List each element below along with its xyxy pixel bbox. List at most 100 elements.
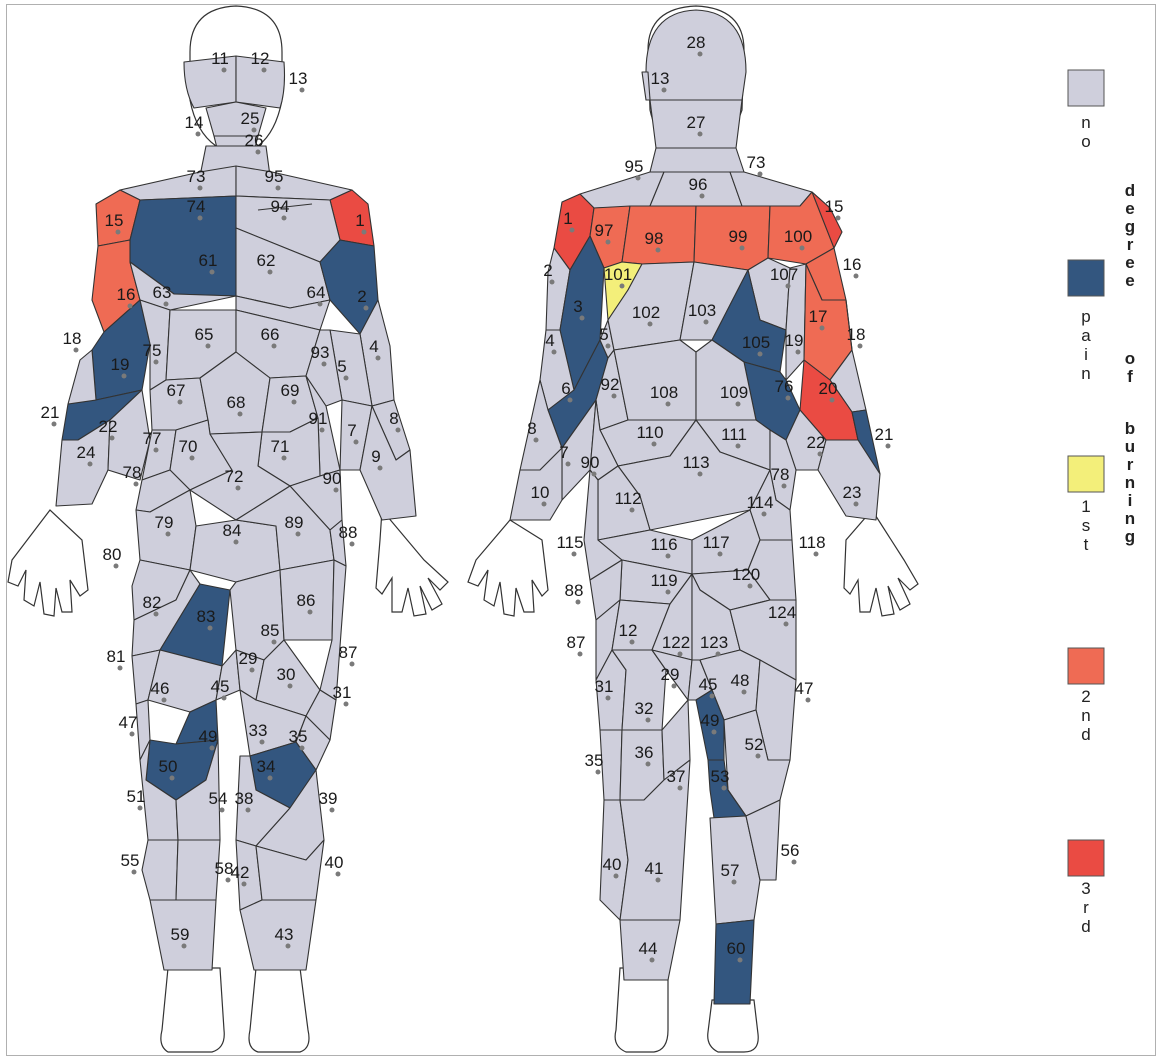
legend-label-pain: pain — [1081, 307, 1091, 383]
front-region-label-40: 40 — [325, 853, 344, 872]
front-region-label-8: 8 — [389, 409, 398, 428]
front-region-label-26: 26 — [245, 131, 264, 150]
back-region-label-124: 124 — [768, 603, 796, 622]
front-region-dot-29 — [250, 668, 255, 673]
back-region-dot-108 — [666, 402, 671, 407]
front-region-label-39: 39 — [319, 789, 338, 808]
front-region-dot-46 — [162, 698, 167, 703]
back-region-dot-18 — [858, 344, 863, 349]
back-region-label-10: 10 — [531, 483, 550, 502]
front-region-label-25: 25 — [241, 109, 260, 128]
back-region-label-114: 114 — [746, 493, 773, 512]
legend-label-third: 3rd — [1081, 879, 1090, 936]
front-region-dot-9 — [378, 466, 383, 471]
front-region-label-22: 22 — [99, 417, 118, 436]
back-region-dot-52 — [756, 754, 761, 759]
back-region-label-32: 32 — [635, 699, 654, 718]
back-region-dot-53 — [722, 786, 727, 791]
back-region-label-57: 57 — [721, 861, 740, 880]
back-region-dot-27 — [698, 132, 703, 137]
front-region-dot-16 — [128, 304, 133, 309]
back-region-label-21: 21 — [875, 425, 894, 444]
back-region-dot-103 — [704, 320, 709, 325]
back-region-label-41: 41 — [645, 859, 664, 878]
front-region-label-91: 91 — [309, 409, 328, 428]
front-region-label-45: 45 — [211, 677, 230, 696]
back-region-dot-73 — [758, 172, 763, 177]
back-region-dot-22 — [818, 452, 823, 457]
front-region-dot-69 — [292, 400, 297, 405]
front-left-hand — [376, 510, 448, 616]
region-front-55 — [142, 840, 178, 900]
back-region-label-18: 18 — [847, 325, 866, 344]
front-region-label-14: 14 — [185, 113, 204, 132]
back-region-dot-78 — [782, 484, 787, 489]
front-region-label-59: 59 — [171, 925, 190, 944]
back-region-dot-120 — [748, 584, 753, 589]
front-region-label-55: 55 — [121, 851, 140, 870]
front-region-dot-34 — [268, 776, 273, 781]
front-region-dot-91 — [320, 428, 325, 433]
back-region-label-27: 27 — [687, 113, 706, 132]
back-region-label-101: 101 — [604, 265, 632, 284]
back-region-dot-96 — [700, 194, 705, 199]
back-region-dot-1 — [570, 228, 575, 233]
back-region-label-105: 105 — [742, 333, 770, 352]
back-region-dot-37 — [678, 786, 683, 791]
front-region-label-72: 72 — [225, 467, 244, 486]
back-region-dot-112 — [630, 508, 635, 513]
front-region-label-49: 49 — [199, 727, 218, 746]
front-region-dot-13 — [300, 88, 305, 93]
front-region-dot-8 — [396, 428, 401, 433]
back-region-dot-87 — [578, 652, 583, 657]
front-region-dot-35 — [300, 746, 305, 751]
back-region-label-107: 107 — [770, 265, 798, 284]
region-back-neck — [650, 148, 744, 172]
front-region-dot-64 — [318, 302, 323, 307]
back-region-label-35: 35 — [585, 751, 604, 770]
front-region-dot-78 — [134, 482, 139, 487]
front-region-label-65: 65 — [195, 325, 214, 344]
front-region-label-33: 33 — [249, 721, 268, 740]
front-region-dot-59 — [182, 944, 187, 949]
front-region-dot-55 — [132, 870, 137, 875]
back-region-label-6: 6 — [561, 379, 570, 398]
front-region-label-63: 63 — [153, 283, 172, 302]
front-region-label-66: 66 — [261, 325, 280, 344]
back-region-dot-36 — [646, 762, 651, 767]
front-region-label-4: 4 — [369, 337, 378, 356]
legend-swatch-no — [1068, 70, 1104, 106]
back-region-dot-6 — [568, 398, 573, 403]
back-region-dot-119 — [666, 590, 671, 595]
back-region-label-115: 115 — [556, 533, 583, 552]
front-region-dot-12 — [262, 68, 267, 73]
back-region-dot-44 — [650, 958, 655, 963]
legend-swatch-3rd — [1068, 840, 1104, 876]
front-region-label-87: 87 — [339, 643, 358, 662]
back-region-label-119: 119 — [650, 571, 677, 590]
front-region-label-68: 68 — [227, 393, 246, 412]
region-back-108 — [614, 340, 696, 420]
front-region-label-85: 85 — [261, 621, 280, 640]
legend-title-text: degreeofburning — [1125, 181, 1135, 546]
back-region-dot-10 — [542, 502, 547, 507]
back-region-label-112: 112 — [614, 489, 641, 508]
front-region-dot-94 — [282, 216, 287, 221]
front-region-label-61: 61 — [199, 251, 218, 270]
front-region-dot-75 — [154, 360, 159, 365]
front-region-label-78: 78 — [123, 463, 142, 482]
back-figure — [468, 6, 918, 1052]
front-region-label-69: 69 — [281, 381, 300, 400]
front-region-label-77: 77 — [143, 429, 162, 448]
region-back-13 — [642, 72, 650, 100]
front-region-dot-18 — [74, 348, 79, 353]
front-region-dot-93 — [322, 362, 327, 367]
back-region-dot-13 — [662, 88, 667, 93]
front-region-label-16: 16 — [117, 285, 136, 304]
back-region-dot-8 — [534, 438, 539, 443]
front-region-label-50: 50 — [159, 757, 178, 776]
back-region-label-53: 53 — [711, 767, 730, 786]
back-region-dot-118 — [814, 552, 819, 557]
back-region-label-123: 123 — [700, 633, 728, 652]
back-region-dot-12 — [630, 640, 635, 645]
